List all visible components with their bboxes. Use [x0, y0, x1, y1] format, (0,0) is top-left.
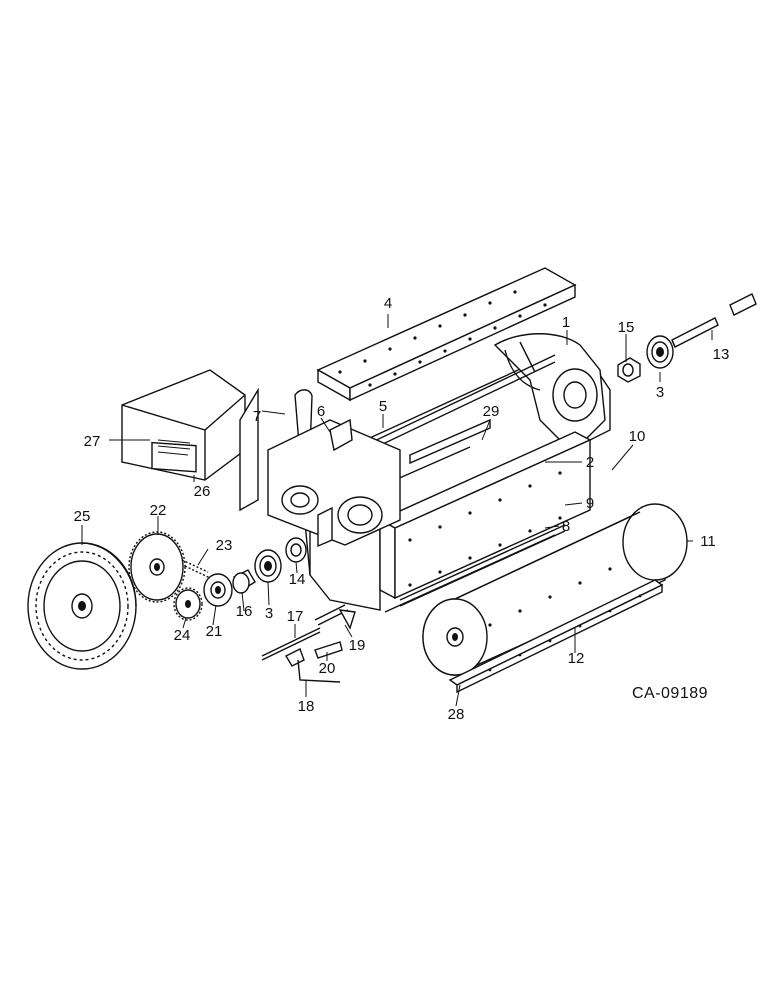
- mount-plate: [239, 387, 259, 512]
- top-shield: [316, 267, 577, 402]
- label-24: 24: [174, 627, 191, 644]
- label-22: 22: [150, 502, 167, 519]
- spacer: [232, 569, 256, 594]
- label-12: 12: [568, 650, 585, 667]
- label-7: 7: [253, 408, 261, 425]
- drive-shaft: [671, 293, 757, 348]
- bearing-right: [646, 335, 674, 369]
- large-sprocket: [128, 531, 186, 603]
- pivot-bracket: [267, 389, 401, 548]
- label-17: 17: [287, 608, 304, 625]
- label-26: 26: [194, 483, 211, 500]
- side-panel: [378, 431, 592, 613]
- part-labels: 1 2 3 3 4 5 6 7 8 9 10 11 12 13 14 15 16…: [74, 295, 730, 723]
- bearing-left: [254, 549, 282, 583]
- collar-left: [285, 537, 307, 563]
- roller: [422, 503, 688, 677]
- label-8: 8: [562, 518, 570, 535]
- label-15: 15: [618, 319, 635, 336]
- label-25: 25: [74, 508, 91, 525]
- label-20: 20: [319, 660, 336, 677]
- label-13: 13: [713, 346, 730, 363]
- label-11: 11: [700, 533, 716, 550]
- label-23: 23: [216, 537, 233, 554]
- label-29: 29: [483, 403, 500, 420]
- label-16: 16: [236, 603, 253, 620]
- label-9: 9: [586, 495, 594, 512]
- label-18: 18: [298, 698, 315, 715]
- inner-plate: [394, 418, 491, 481]
- leader-lines: [81, 314, 713, 707]
- label-6: 6: [317, 403, 325, 420]
- main-housing: [299, 333, 611, 611]
- label-19: 19: [349, 637, 366, 654]
- drive-chain: [181, 559, 211, 579]
- label-28: 28: [448, 706, 465, 723]
- label-2: 2: [586, 454, 594, 471]
- pin: [261, 627, 321, 661]
- label-21: 21: [206, 623, 223, 640]
- label-27: 27: [84, 433, 101, 450]
- label-10: 10: [629, 428, 646, 445]
- rear-shield: [121, 369, 246, 481]
- small-sprocket: [173, 587, 203, 621]
- large-pulley: [27, 542, 137, 670]
- lever: [285, 648, 341, 683]
- label-5: 5: [379, 398, 387, 415]
- label-4: 4: [384, 295, 392, 312]
- collar-right: [617, 357, 641, 383]
- latch-pin: [314, 604, 356, 630]
- label-3-right: 3: [656, 384, 664, 401]
- label-3-left: 3: [265, 605, 273, 622]
- clip: [314, 641, 343, 659]
- reference-code: CA-09189: [632, 685, 708, 702]
- label-1: 1: [562, 314, 570, 331]
- sprocket-hub: [203, 573, 233, 607]
- scraper-strip: [448, 579, 664, 694]
- label-14: 14: [289, 571, 306, 588]
